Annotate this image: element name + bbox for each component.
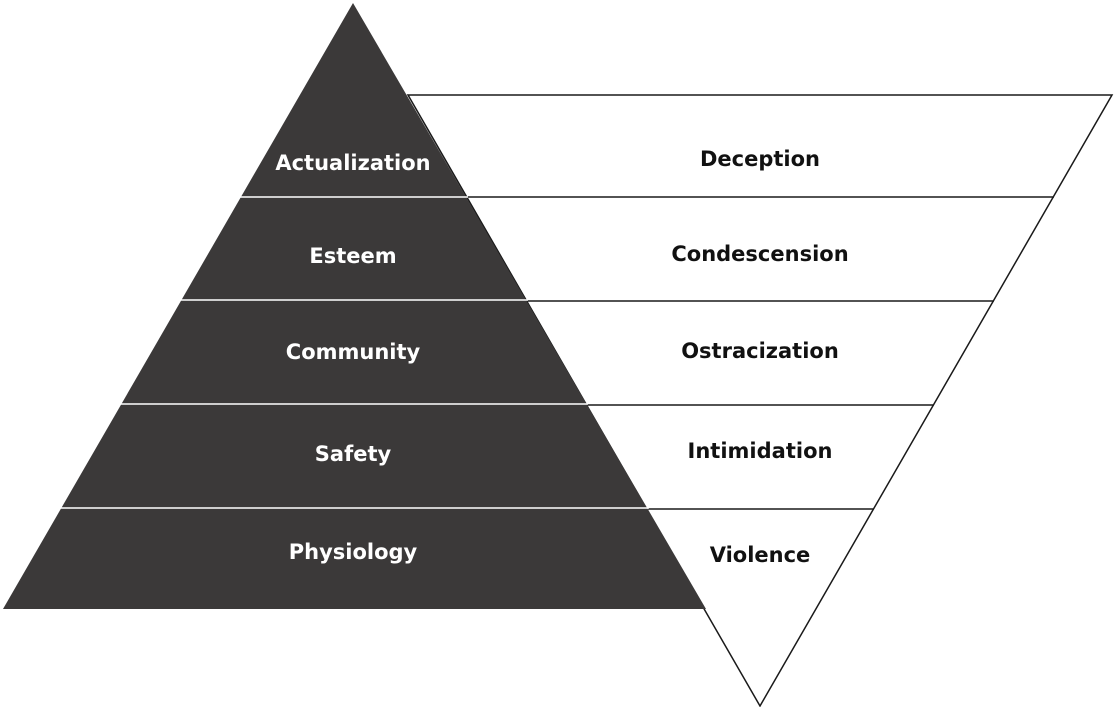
pyramid-level-esteem: Esteem [309,244,396,268]
pyramid [3,3,706,609]
inverted-labels: Deception Condescension Ostracization In… [671,147,848,567]
inverted-level-deception: Deception [700,147,820,171]
pyramid-shape [3,3,706,609]
inverted-level-intimidation: Intimidation [688,439,833,463]
pyramid-level-safety: Safety [315,442,392,466]
inverted-level-ostracization: Ostracization [681,339,839,363]
pyramid-level-community: Community [286,340,421,364]
pyramid-labels: Actualization Esteem Community Safety Ph… [275,151,430,564]
pyramid-level-actualization: Actualization [275,151,430,175]
pyramid-level-physiology: Physiology [289,540,418,564]
inverted-level-condescension: Condescension [671,242,848,266]
inverted-level-violence: Violence [710,543,811,567]
